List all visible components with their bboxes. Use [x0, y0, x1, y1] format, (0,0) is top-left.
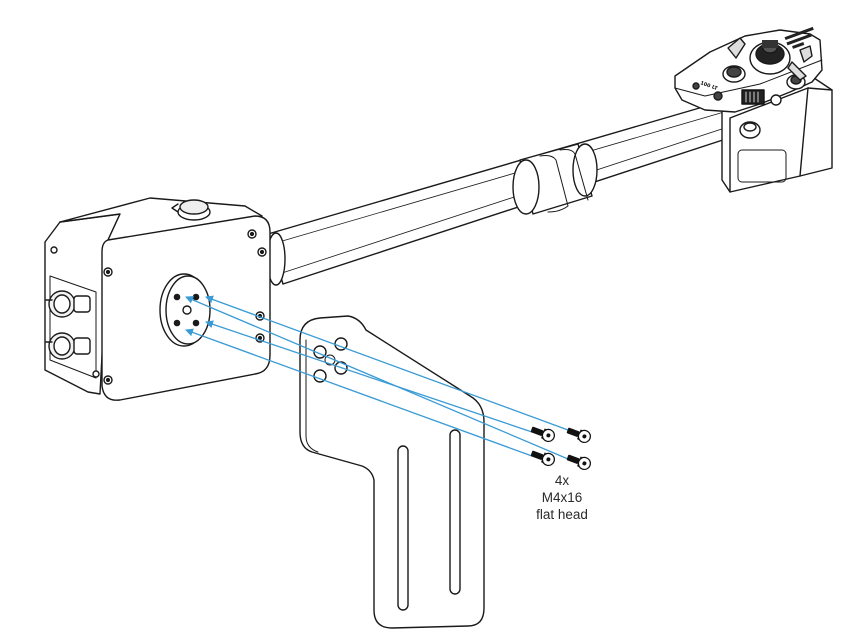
screw-icon — [530, 426, 555, 443]
head-label-tag: 100 LT — [699, 80, 718, 92]
arrow-4 — [185, 328, 533, 457]
screw-quantity: 4x — [554, 473, 570, 488]
head-mount: 100 LT — [674, 26, 833, 193]
insertion-arrows — [185, 295, 569, 460]
arrow-2 — [205, 320, 533, 433]
screws — [530, 426, 591, 471]
arrow-3 — [185, 296, 569, 460]
tube-collar — [512, 143, 598, 215]
screw-callout: 4x M4x16 flat head — [520, 472, 604, 523]
control-box — [44, 197, 271, 401]
arm-tube — [266, 101, 736, 286]
screw-size: M4x16 — [541, 490, 583, 505]
screw-icon — [530, 450, 555, 467]
arrow-1 — [205, 295, 569, 431]
screw-icon — [566, 454, 591, 471]
screw-icon — [566, 427, 591, 444]
screw-type: flat head — [536, 507, 588, 522]
